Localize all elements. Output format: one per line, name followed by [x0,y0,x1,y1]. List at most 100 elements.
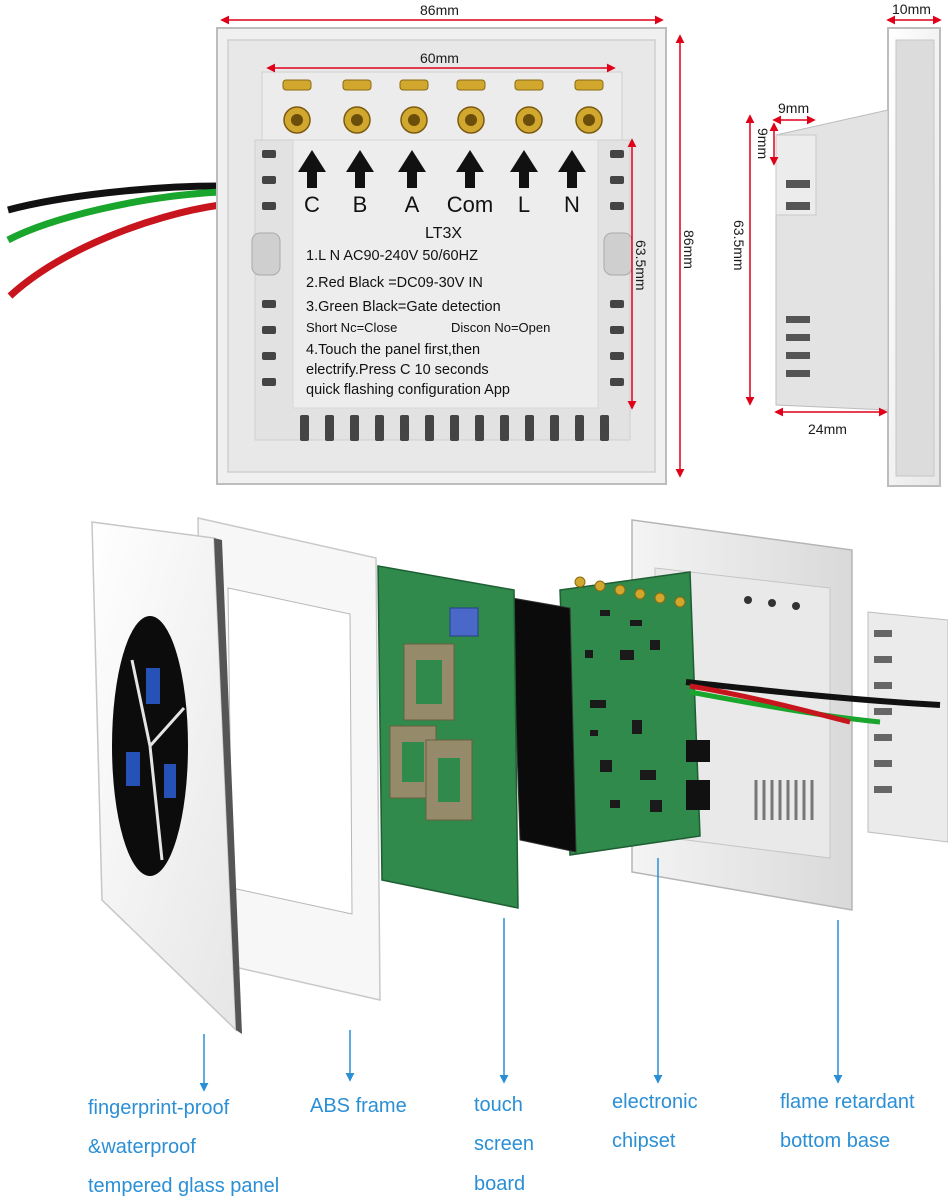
chip-component-11 [650,800,662,812]
terminal-label-3: A [405,192,420,217]
rear-slot-2 [874,656,892,663]
touch-pad-2-hole [402,742,424,782]
callouts: fingerprint-proof &waterproof tempered g… [88,858,915,1197]
label-line-7: electrify.Press C 10 seconds [306,362,489,378]
chip-component-12 [590,730,598,736]
vent-left-4 [262,300,276,308]
mount-clip-right [603,232,633,276]
label-glass-3: tempered glass panel [88,1175,279,1197]
electronic-chipset-board [559,571,701,856]
terminal-arrow-2 [346,150,374,188]
terminal-label-2: B [353,192,368,217]
terminal-label-6: N [564,192,580,217]
terminal-screw-head-2 [351,114,363,126]
terminal-arrows [298,150,586,188]
mount-clip-left [251,232,281,276]
rear-slot-3 [874,682,892,689]
base-rear-clip [867,611,948,843]
label-touch-1: touch [474,1094,523,1116]
touch-key-2-icon [126,752,140,786]
chipset-terminal-1 [574,576,586,588]
label-glass-2: &waterproof [88,1136,196,1158]
terminal-arrow-6 [558,150,586,188]
chipset-terminal-5 [654,592,666,604]
touch-dial-divider-3 [148,745,164,861]
vent-bottom-4 [375,415,384,441]
vent-bottom-2 [325,415,334,441]
side-terminal [775,134,817,216]
label-touch-3: board [474,1173,525,1195]
chip-component-4 [620,650,634,660]
label-base-1: flame retardant [780,1091,915,1113]
chip-component-3 [585,650,593,658]
side-slot-2 [786,202,810,210]
chip-component-2 [630,620,642,626]
base-hole-1 [744,596,752,604]
red-wire [7,201,221,299]
terminal-top-2 [342,79,372,91]
terminal-screw-head-3 [408,114,420,126]
side-slot-6 [786,370,810,377]
side-slot-1 [786,180,810,188]
vent-right-4 [610,300,624,308]
base-rear-slots [874,630,892,793]
terminal-label-4: Com [447,192,493,217]
base-hole-2 [768,599,776,607]
vent-bottom-10 [525,415,534,441]
terminal-screw-head-5 [523,114,535,126]
vent-right-6 [610,352,624,360]
vent-right-5 [610,326,624,334]
terminal-top-1 [282,79,312,91]
vent-bottom-13 [600,415,609,441]
black-wire [7,182,221,214]
base-hole-3 [792,602,800,610]
dim-side-9b: 9mm [755,128,771,159]
touch-dial [112,616,188,876]
vent-left-1 [262,150,276,158]
dim-side-9a: 9mm [778,100,809,116]
label-glass-1: fingerprint-proof [88,1097,230,1119]
dim-side-height: 63.5mm [731,220,747,271]
touch-key-1-icon [146,668,160,704]
label-line-6: 4.Touch the panel first,then [306,342,480,358]
dim-height-inner: 63.5mm [633,240,649,291]
terminal-screw-head-6 [583,114,595,126]
chipset-black-wire [685,679,941,708]
touch-pad-1-hole [416,660,442,704]
chipset-terminal-2 [594,580,606,592]
chip-component-7 [632,720,642,734]
chip-component-8 [600,760,612,772]
vent-left-2 [262,176,276,184]
vent-bottom-7 [450,415,459,441]
chipset-terminal-4 [634,588,646,600]
label-line-1: 1.L N AC90-240V 50/60HZ [306,248,478,264]
chip-component-6 [590,700,606,708]
vent-bottom-5 [400,415,409,441]
label-touch-2: screen [474,1133,534,1155]
chip-component-5 [650,640,660,650]
touch-dial-divider-2 [148,706,186,748]
vent-bottom-9 [500,415,509,441]
relay-2 [686,780,710,810]
terminal-top-3 [399,79,429,91]
terminal-block [261,71,623,143]
terminal-top-4 [456,79,486,91]
terminal-screw-head-4 [465,114,477,126]
vent-bottom-1 [300,415,309,441]
rear-slot-4 [874,708,892,715]
rear-slot-1 [874,630,892,637]
side-slot-5 [786,352,810,359]
label-sticker [292,139,599,409]
terminal-arrow-3 [398,150,426,188]
vent-left-7 [262,378,276,386]
touch-film [511,597,577,853]
touch-pad-3-hole [438,758,460,802]
touch-pad-3 [425,739,473,821]
rear-slot-7 [874,786,892,793]
terminal-arrow-1 [298,150,326,188]
vent-bottom-6 [425,415,434,441]
terminal-screws [282,79,604,134]
vent-left-5 [262,326,276,334]
side-slot-3 [786,316,810,323]
